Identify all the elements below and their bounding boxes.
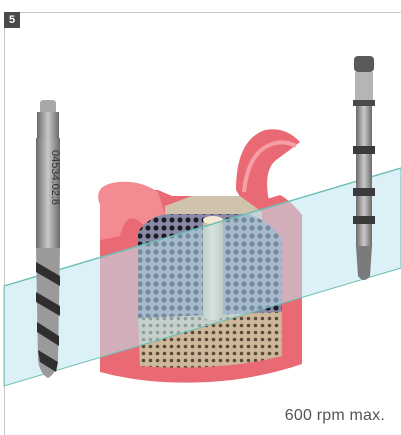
twist-drill-left: 04534.02.8 [36, 100, 61, 378]
drill-engraving: 04534.02.8 [49, 150, 61, 205]
max-speed-note: 600 rpm max. [285, 407, 385, 425]
screw-tap-right [353, 56, 375, 280]
right-gingiva-flap [236, 129, 300, 210]
